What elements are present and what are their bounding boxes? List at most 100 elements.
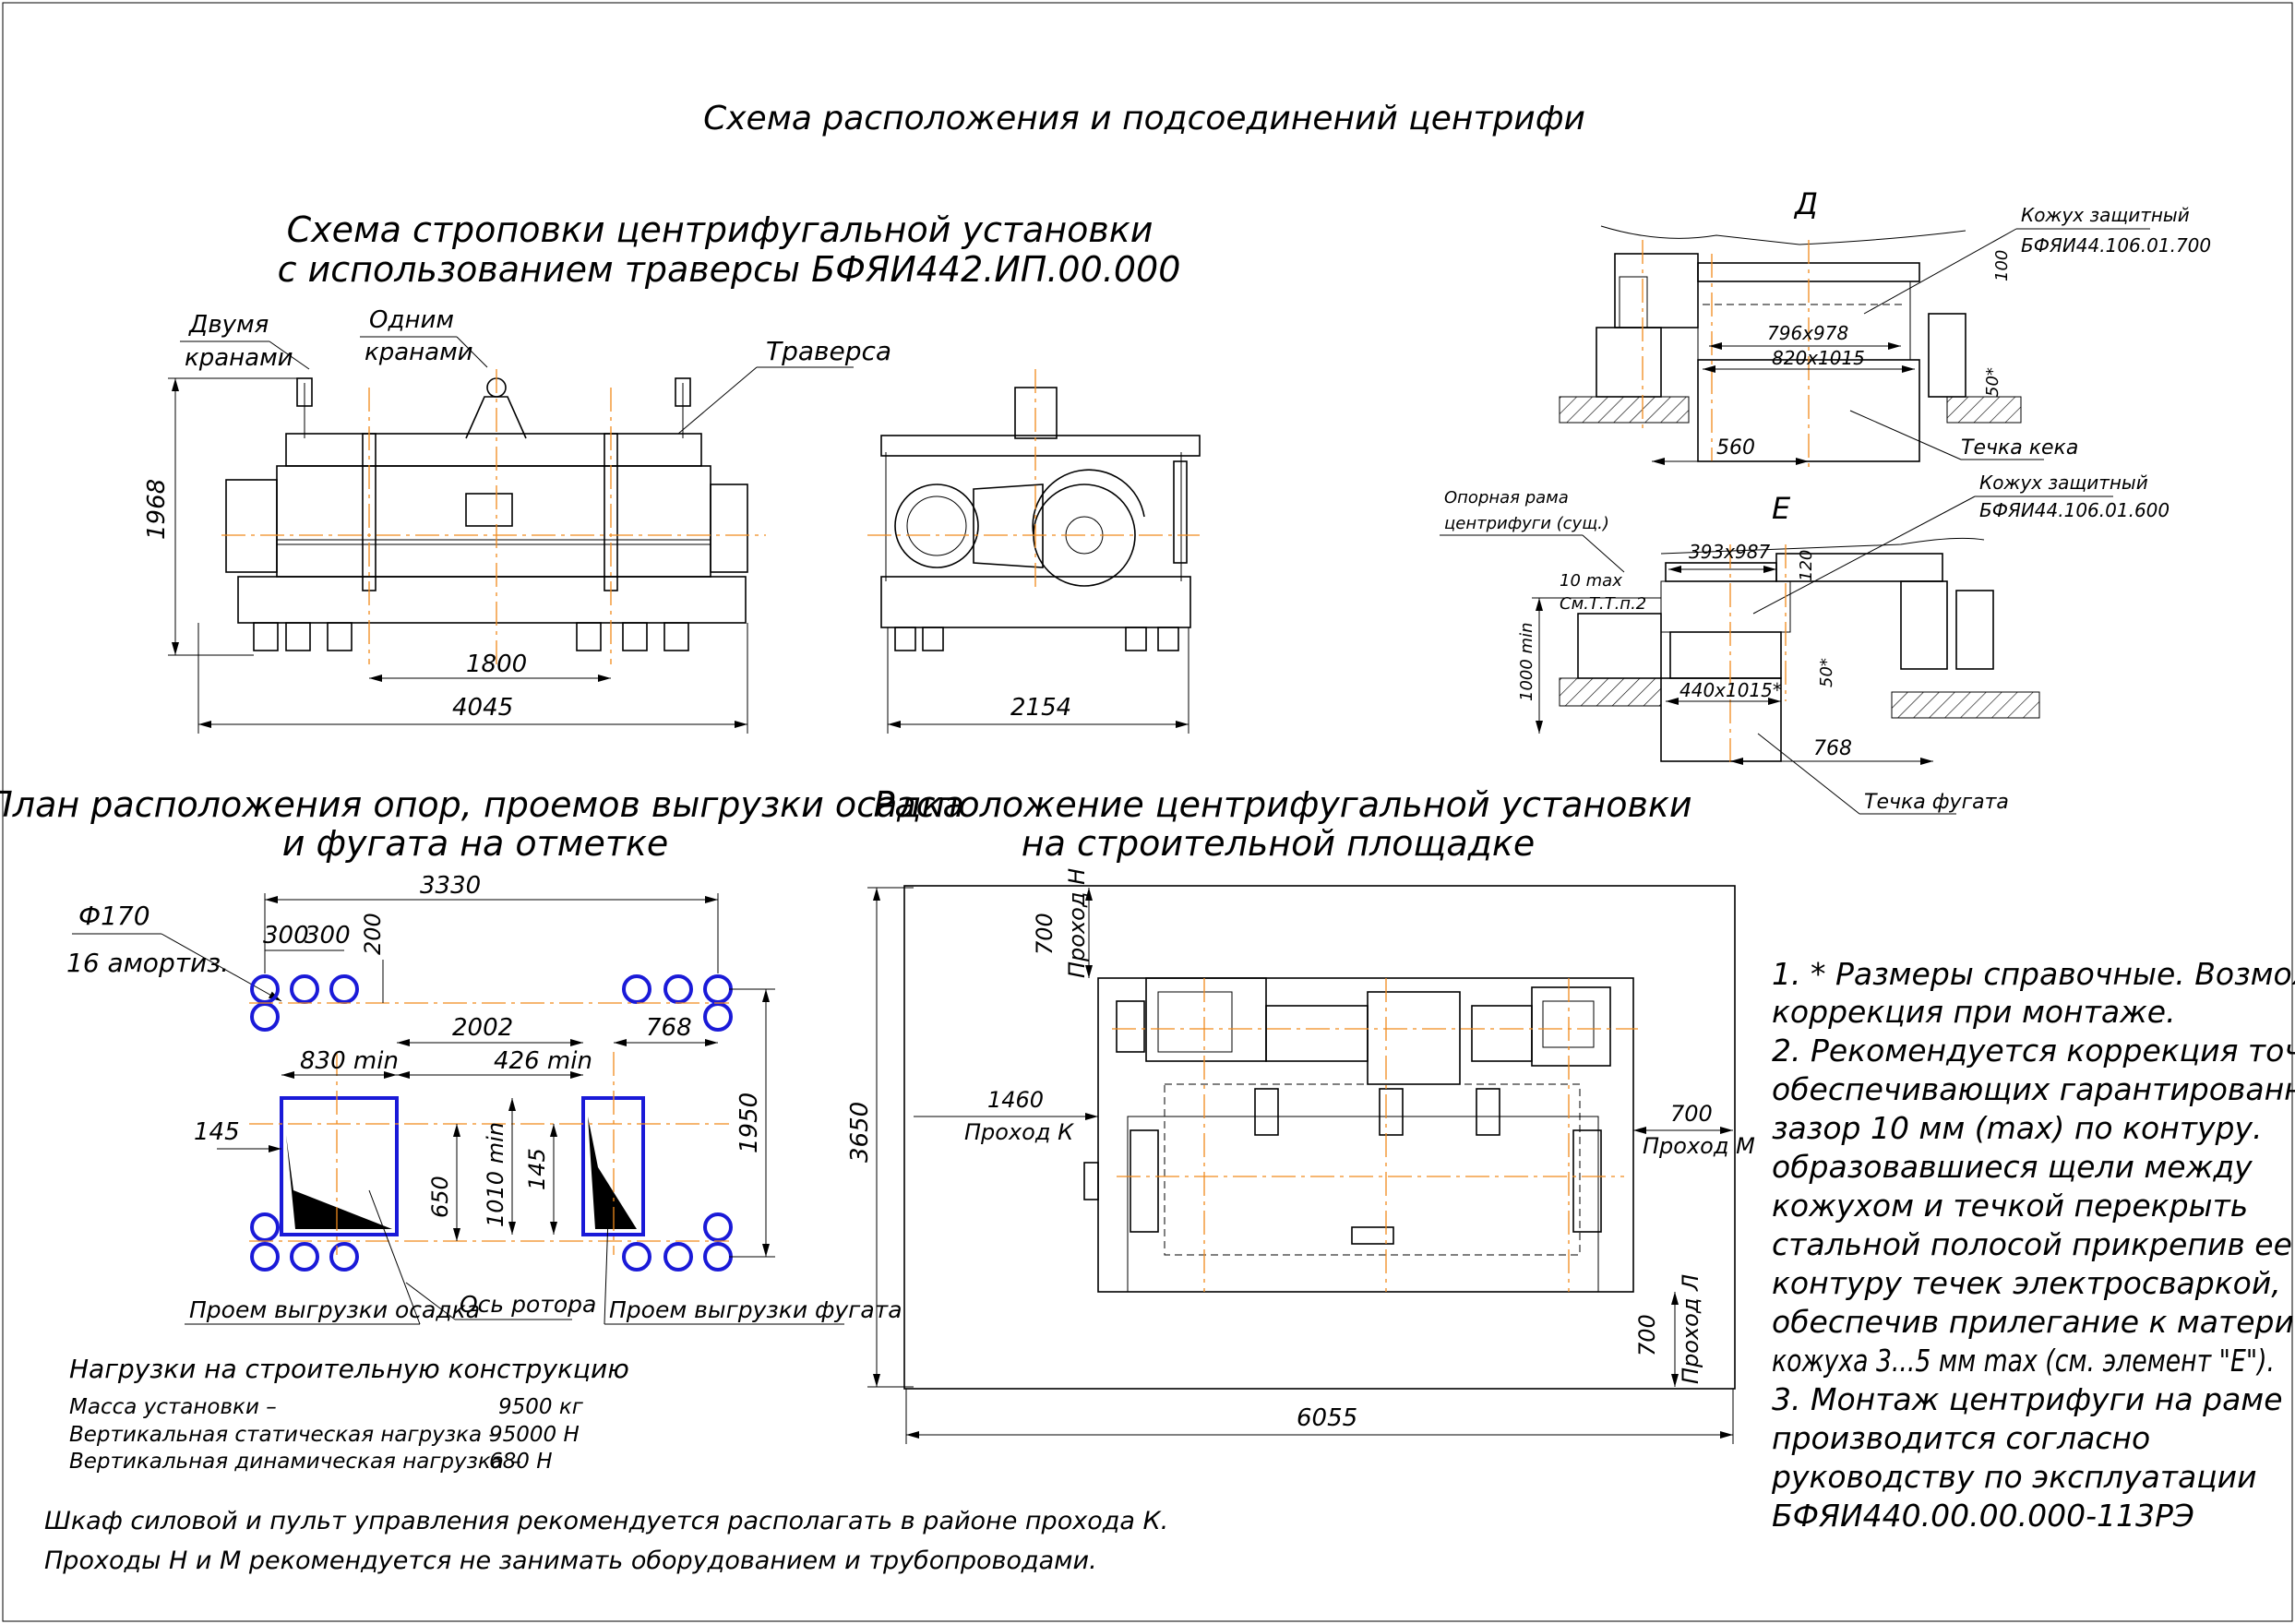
cover-e-1: Кожух защитный bbox=[1979, 472, 2148, 494]
detail-d-label: Д bbox=[1793, 186, 1818, 221]
note-line: коррекция при монтаже. bbox=[1772, 994, 2176, 1030]
dim-1968: 1968 bbox=[143, 479, 171, 540]
bottom-note-1: Шкаф силовой и пульт управления рекоменд… bbox=[44, 1507, 1168, 1535]
load-row-name: Вертикальная статическая нагрузка – bbox=[69, 1423, 499, 1447]
dim-560: 560 bbox=[1716, 436, 1755, 460]
dim-4045: 4045 bbox=[452, 694, 513, 722]
load-row-value: 680 Н bbox=[489, 1450, 553, 1474]
dim-120: 120 bbox=[1797, 550, 1816, 581]
note-line: кожухом и течкой перекрыть bbox=[1772, 1188, 2248, 1224]
note-line: обеспечив прилегание к материалу bbox=[1772, 1304, 2295, 1340]
dim-650: 650 bbox=[427, 1176, 453, 1218]
sling-title-1: Схема строповки центрифугальной установк… bbox=[287, 209, 1153, 250]
label-rotor-axis: Ось ротора bbox=[460, 1291, 596, 1318]
dim-700-right: 700 bbox=[1670, 1101, 1713, 1127]
technical-notes: 1. * Размеры справочные. Возможна коррек… bbox=[1771, 956, 2295, 1534]
site-layout: Расположение центрифугальной установки н… bbox=[846, 784, 1755, 1444]
amort-count: 16 амортиз. bbox=[66, 948, 229, 978]
cover-d-1: Кожух защитный bbox=[2021, 204, 2190, 226]
note-line: кожуха 3...5 мм max (см. элемент "Е"). bbox=[1772, 1343, 2275, 1379]
note-line: 1. * Размеры справочные. Возможна bbox=[1772, 956, 2295, 992]
detail-e-label: Е bbox=[1772, 491, 1791, 526]
dim-300-a: 300 bbox=[263, 922, 309, 949]
dim-145-a: 145 bbox=[194, 1118, 240, 1146]
dim-3330: 3330 bbox=[420, 872, 481, 900]
dim-820x1015: 820х1015 bbox=[1772, 347, 1865, 369]
label-traverse: Траверса bbox=[766, 336, 891, 366]
note-line: контуру течек электросваркой, bbox=[1772, 1265, 2281, 1301]
dim-700-bottom: 700 bbox=[1634, 1314, 1660, 1356]
dim-393x987: 393х987 bbox=[1689, 541, 1770, 563]
label-two-cranes-1: Двумя bbox=[188, 311, 269, 339]
load-row-value: 9500 кг bbox=[498, 1395, 584, 1419]
site-title-1: Расположение центрифугальной установки bbox=[873, 784, 1691, 825]
dim-1950: 1950 bbox=[735, 1093, 763, 1153]
dim-3650: 3650 bbox=[846, 1102, 874, 1163]
opening-sediment bbox=[280, 1096, 399, 1236]
note-line: 3. Монтаж центрифуги на раме bbox=[1772, 1381, 2283, 1417]
label-one-crane-1: Одним bbox=[369, 306, 454, 334]
support-plan: План расположения опор, проемов выгрузки… bbox=[0, 784, 964, 1325]
detail-d: Д 796х978 820х1015 560 100 50* Кожух защ… bbox=[1559, 186, 2211, 471]
site-title-2: на строительной площадке bbox=[1022, 823, 1535, 864]
dim-200: 200 bbox=[360, 913, 386, 955]
note-line: 2. Рекомендуется коррекция точек bbox=[1772, 1033, 2295, 1069]
cover-d-2: БФЯИ44.106.01.700 bbox=[2021, 234, 2211, 257]
leak-cake: Течка кека bbox=[1961, 436, 2078, 460]
dim-768-e: 768 bbox=[1813, 737, 1852, 760]
dim-100: 100 bbox=[1992, 250, 2012, 281]
dim-426: 426 min bbox=[494, 1047, 592, 1075]
frame-2: центрифуги (сущ.) bbox=[1444, 514, 1609, 533]
dim-10max: 10 max bbox=[1560, 571, 1622, 591]
sling-scheme: Схема строповки центрифугальной установк… bbox=[143, 209, 1201, 734]
dim-1000: 1000 min bbox=[1517, 623, 1536, 701]
detail-e: Е Опорная рама центрифуги (сущ.) Кожух з… bbox=[1440, 472, 2169, 815]
note-line: производится согласно bbox=[1772, 1420, 2150, 1456]
dim-2002: 2002 bbox=[452, 1014, 513, 1042]
sling-title-2: с использованием траверсы БФЯИ442.ИП.00.… bbox=[278, 249, 1181, 290]
pass-h: Проход Н bbox=[1064, 868, 1090, 978]
load-row-value: 95000 Н bbox=[489, 1423, 580, 1447]
label-fugate-opening: Проем выгрузки фугата bbox=[609, 1296, 902, 1323]
label-sediment-opening: Проем выгрузки осадка bbox=[189, 1296, 480, 1323]
pass-m: Проход М bbox=[1643, 1133, 1755, 1159]
load-row-name: Вертикальная динамическая нагрузка – bbox=[69, 1450, 521, 1474]
dim-300-b: 300 bbox=[305, 922, 351, 949]
frame-1: Опорная рама bbox=[1444, 488, 1569, 508]
note-line: зазор 10 мм (max) по контуру. bbox=[1772, 1110, 2263, 1146]
dim-796x978: 796х978 bbox=[1767, 322, 1848, 344]
cover-e-2: БФЯИ44.106.01.600 bbox=[1979, 499, 2169, 521]
pass-k: Проход К bbox=[964, 1119, 1074, 1145]
site-area bbox=[903, 885, 1736, 1390]
see-tt: См.Т.Т.п.2 bbox=[1560, 594, 1646, 614]
dim-1010: 1010 min bbox=[483, 1122, 508, 1227]
dim-700-top: 700 bbox=[1032, 913, 1058, 955]
dim-50-e: 50* bbox=[1817, 658, 1836, 687]
machine-side-view bbox=[867, 369, 1201, 651]
plan-title-1: План расположения опор, проемов выгрузки… bbox=[0, 784, 964, 825]
loads-block: Нагрузки на строительную конструкцию Мас… bbox=[69, 1354, 629, 1474]
note-line: образовавшиеся щели между bbox=[1772, 1149, 2253, 1185]
dim-768-plan: 768 bbox=[646, 1014, 692, 1042]
plan-title-2: и фугата на отметке bbox=[282, 823, 669, 864]
main-title: Схема расположения и подсоединений центр… bbox=[703, 100, 1585, 137]
label-two-cranes-2: кранами bbox=[185, 344, 293, 372]
pass-l: Проход Л bbox=[1678, 1274, 1703, 1384]
note-line: обеспечивающих гарантированный bbox=[1772, 1071, 2295, 1107]
dim-440x1015: 440х1015* bbox=[1679, 679, 1782, 701]
supports bbox=[250, 974, 733, 1272]
dim-145-b: 145 bbox=[524, 1148, 550, 1190]
load-row-name: Масса установки – bbox=[69, 1395, 277, 1419]
bottom-note-2: Проходы Н и М рекомендуется не занимать … bbox=[44, 1546, 1097, 1575]
dim-1460: 1460 bbox=[987, 1087, 1044, 1113]
dim-2154: 2154 bbox=[1010, 694, 1071, 722]
phi-170: Ф170 bbox=[78, 901, 150, 931]
machine-front-view bbox=[221, 369, 766, 664]
loads-title: Нагрузки на строительную конструкцию bbox=[69, 1354, 629, 1384]
dim-50-d: 50* bbox=[1983, 367, 2002, 397]
note-line: стальной полосой прикрепив ее к bbox=[1772, 1226, 2295, 1262]
dim-1800: 1800 bbox=[466, 651, 527, 678]
note-line: БФЯИ440.00.00.000-113РЭ bbox=[1772, 1498, 2194, 1534]
